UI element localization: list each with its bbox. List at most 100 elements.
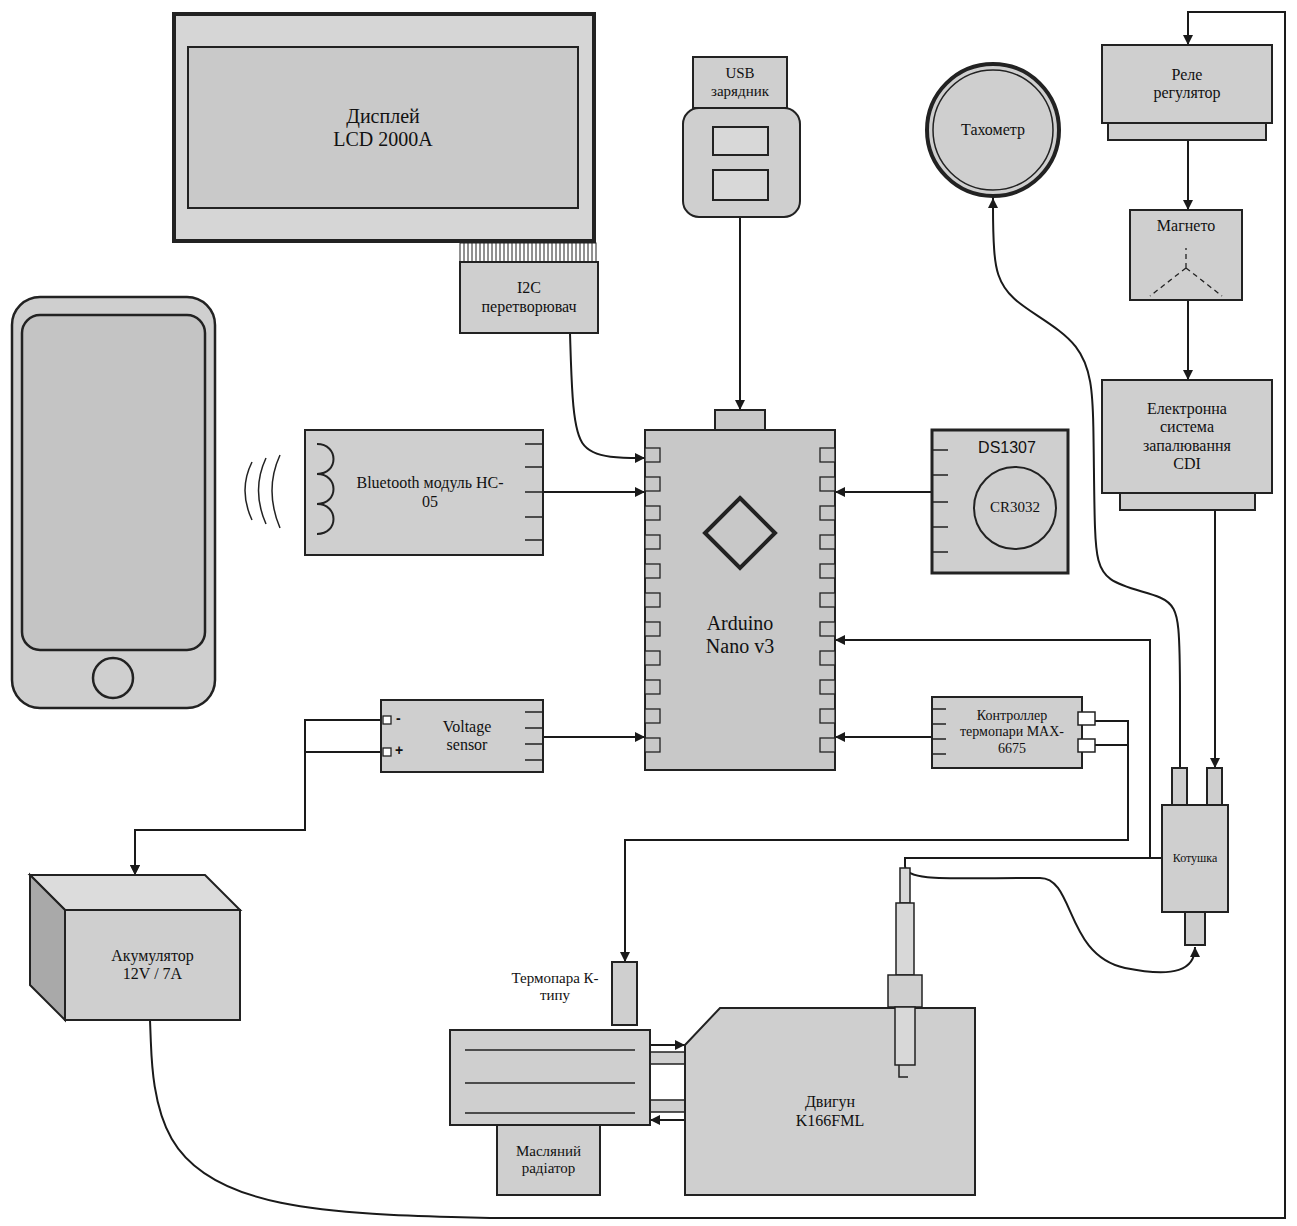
node-label: Котушка xyxy=(1173,852,1218,866)
pin-stubs xyxy=(525,712,543,760)
arduino-pin xyxy=(820,448,835,462)
display-module: Дисплей LCD 2000A xyxy=(172,12,596,243)
battery-side xyxy=(30,875,65,1020)
node-label: Arduino Nano v3 xyxy=(692,612,788,658)
node-label: Електронна система запалювання CDI xyxy=(1131,400,1243,474)
module-body xyxy=(460,262,598,333)
connector xyxy=(1214,510,1216,768)
arduino-pin xyxy=(820,651,835,665)
engine-outline xyxy=(685,1008,975,1195)
node-label: Акумулятор 12V / 7A xyxy=(101,947,205,984)
battery-box: Акумулятор 12V / 7A xyxy=(30,875,240,1020)
voltage-sensor: Voltage sensor xyxy=(381,700,543,772)
phone-screen xyxy=(22,315,205,650)
oil-pipe xyxy=(650,1052,685,1064)
radiator-fins xyxy=(465,1050,635,1113)
text-area: DS1307 xyxy=(952,434,1062,462)
usb-charger: USB зарядник xyxy=(683,57,800,217)
pin-header xyxy=(460,243,596,262)
arduino-pin xyxy=(820,593,835,607)
coin-battery: CR3032 xyxy=(973,466,1057,550)
arduino-pin xyxy=(820,680,835,694)
thermocouple-probe: Термопара К-типу xyxy=(500,962,637,1025)
arduino-pin xyxy=(820,622,835,636)
arduino-pin xyxy=(645,709,660,723)
i2c-adapter: I2C перетворювач xyxy=(460,262,598,333)
plug-electrode xyxy=(899,1065,908,1077)
coil-terminal xyxy=(1207,768,1222,805)
node-label: USB зарядник xyxy=(697,65,783,100)
thermocouple-sensor xyxy=(612,962,637,1025)
relay-regulator: Реле регулятор xyxy=(1102,45,1272,140)
battery-front xyxy=(65,910,240,1020)
cdi-base xyxy=(1120,493,1255,510)
node-outline xyxy=(645,410,835,770)
arduino-pin xyxy=(645,564,660,578)
arduino-pin xyxy=(645,651,660,665)
plug-insulator xyxy=(896,903,914,975)
text-area: Двигун K166FML xyxy=(685,1028,975,1195)
arduino-pin xyxy=(820,709,835,723)
relay-base xyxy=(1108,123,1266,140)
arduino-pin xyxy=(645,535,660,549)
arduino-pin xyxy=(645,622,660,636)
display-housing xyxy=(174,14,594,241)
connector xyxy=(739,217,741,410)
node-label: Термопара К-типу xyxy=(507,970,603,1005)
plug-thread xyxy=(895,1007,915,1065)
display-screen xyxy=(188,47,578,208)
node-label: Магнето xyxy=(1157,217,1215,235)
connector xyxy=(650,1119,685,1121)
arduino-pin xyxy=(645,680,660,694)
signal-tap-wire xyxy=(905,858,1150,866)
controller-board xyxy=(932,697,1082,768)
arduino-pin xyxy=(820,564,835,578)
text-area: Дисплей LCD 2000A xyxy=(188,47,578,208)
connector xyxy=(150,12,1285,1218)
magneto-winding xyxy=(1150,248,1222,296)
arduino-pin xyxy=(820,477,835,491)
usb-socket xyxy=(715,410,765,430)
chip-diamond xyxy=(705,498,775,568)
usb-plug xyxy=(693,57,787,108)
coil-body xyxy=(1162,805,1228,912)
text-area: Реле регулятор xyxy=(1102,45,1272,123)
text-area: Тахометр xyxy=(935,72,1051,188)
bluetooth-board xyxy=(305,430,543,555)
connector xyxy=(650,1044,685,1046)
rtc-module: DS1307CR3032 xyxy=(932,430,1068,573)
node-label: CR3032 xyxy=(990,499,1040,516)
terminal-pin xyxy=(383,748,391,756)
phone-button xyxy=(93,658,133,698)
ignition-coil: Котушка xyxy=(1162,768,1228,945)
arduino-pin xyxy=(645,738,660,752)
arduino-pin xyxy=(645,593,660,607)
cdi-body xyxy=(1102,380,1272,493)
antenna-coil xyxy=(317,444,334,534)
magneto-body xyxy=(1130,210,1242,300)
node-label: I2C перетворювач xyxy=(470,279,588,316)
text-area: Котушка xyxy=(1164,805,1226,912)
node-label: Voltage sensor xyxy=(427,718,507,755)
gauge-rim xyxy=(927,64,1059,196)
node-label: Тахометр xyxy=(961,121,1025,139)
terminal-pin xyxy=(383,716,391,724)
text-area: Arduino Nano v3 xyxy=(665,600,815,670)
connector xyxy=(835,640,1162,858)
coin-cell xyxy=(974,467,1056,549)
connector xyxy=(135,720,381,875)
phone-illustration xyxy=(12,297,215,708)
magneto-box: Магнето xyxy=(1130,210,1242,300)
oil-pipes xyxy=(650,1052,685,1112)
arduino-body xyxy=(645,430,835,770)
pin-sign: - xyxy=(396,711,401,725)
pin-stubs xyxy=(932,709,946,754)
radiator-core xyxy=(450,1030,650,1125)
arduino-pin xyxy=(820,535,835,549)
engine-block: Двигун K166FML xyxy=(685,1008,975,1195)
terminal-block xyxy=(1078,739,1095,752)
oil-pipe xyxy=(650,1100,685,1112)
text-area: Електронна система запалювання CDI xyxy=(1102,380,1272,493)
node-label: Масляний радіатор xyxy=(503,1143,595,1178)
